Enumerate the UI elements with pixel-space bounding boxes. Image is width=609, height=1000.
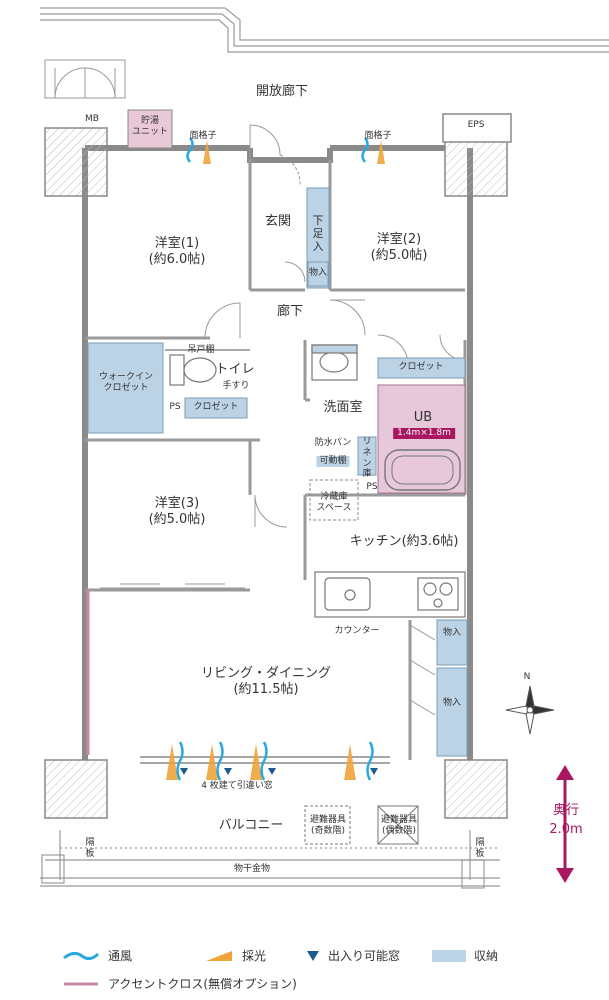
linen-label: リネン庫 [362,437,372,480]
exit-window-marker [180,768,188,775]
grille-left-label: 面格子 [189,131,217,141]
wind-marker [186,137,194,163]
mb-doors [44,59,126,99]
ub-label: UB [413,410,433,425]
partition-left-label: 隔板 [85,838,95,859]
closet-left-label: クロゼット [193,402,239,412]
legend-exit: 出入り可能窓 [306,947,400,964]
fridge-label: 冷蔵庫スペース [316,492,352,513]
wind-marker [366,741,374,781]
storage-swatch [432,949,466,962]
legend-storage: 収納 [432,947,498,964]
drying-rail-label: 物干金物 [233,864,271,874]
window-note-label: 4 枚建て引違い窓 [201,781,273,791]
depth-value: 2.0m [549,822,583,837]
column-bottom-left [44,759,108,819]
compass-north-label: N [523,672,531,682]
legend-light: 採光 [204,947,266,964]
exit-window-marker [268,768,276,775]
bathtub [384,449,461,491]
exit-window-marker [370,768,378,775]
ps-left-label: PS [169,402,181,412]
light-marker [206,744,218,780]
evac-even-label: 避難器具(偶数階) [380,815,418,836]
shoe-box-label: 下足入 [312,214,324,254]
light-marker [344,744,356,780]
legend-accent: アクセントクロス(無償オプション) [62,975,297,992]
exit-window-marker [224,768,232,775]
washbasin [311,344,358,381]
storage-areas [87,187,468,757]
balcony-label: バルコニー [218,818,284,833]
compass-rose [505,685,555,735]
balcony-outline [40,830,500,887]
wind-marker [216,741,224,781]
grille-right-label: 面格子 [364,131,392,141]
counter-label: カウンター [334,626,380,636]
exit-window-icon [307,950,319,961]
toilet-fixture [165,349,250,386]
handrail-label: 手すり [222,381,250,391]
wind-marker [176,741,184,781]
top-railing [40,7,609,53]
ps-right-label: PS [366,482,378,492]
washroom-label: 洗面室 [323,400,363,415]
partition-right-label: 隔板 [475,838,485,859]
column-top-left [44,127,108,197]
wind-marker [260,741,268,781]
hanging-shelf-label: 吊戸棚 [187,345,215,355]
kitchen-counter [314,571,466,618]
toilet-label: トイレ [215,362,255,377]
storage-k1-label: 物入 [442,628,462,638]
sliding-doors [100,583,436,716]
evac-odd-label: 避難器具(奇数階) [309,815,347,836]
partition-box-right [461,859,485,889]
legend-wind: 通風 [62,947,132,964]
waterproof-pan-label: 防水パン [314,438,352,448]
entrance-label: 玄関 [264,214,292,229]
evacuation-hatch-even [377,805,419,845]
wic-label: ウォークインクロゼット [98,372,154,393]
eps-label: EPS [467,120,485,130]
column-bottom-right [444,759,508,819]
hallway-label: 廊下 [276,304,304,319]
depth-arrow-up [556,765,574,780]
movable-shelf-label: 可動棚 [316,456,350,467]
room1-label: 洋室(1)(約6.0帖) [148,236,206,267]
ub-size-badge: 1.4m×1.8m [393,428,455,439]
light-icon [206,950,232,961]
accent-line-swatch [64,982,98,985]
depth-label: 奥行 [552,803,580,818]
window-markers [166,137,385,781]
wind-icon [63,951,100,960]
light-marker [377,140,385,164]
storage-k2-label: 物入 [442,698,462,708]
light-marker [250,744,262,780]
heater-label: 貯湯ユニット [131,116,169,137]
room3-label: 洋室(3)(約5.0帖) [148,496,206,527]
light-marker [166,744,178,780]
open-corridor-label: 開放廊下 [255,84,309,99]
living-label: リビング・ダイニング(約11.5帖) [200,666,332,697]
eps-box [442,113,512,143]
storage-small-label: 物入 [308,268,328,278]
closet-right-label: クロゼット [398,362,444,372]
mb-label: MB [85,114,99,124]
wind-marker [361,137,369,163]
heater-box [127,109,173,149]
partition-box-left [41,854,65,884]
depth-arrow-down [556,868,574,883]
evacuation-hatch-odd [304,805,351,845]
fridge-space [309,479,359,521]
kitchen-label: キッチン(約3.6帖) [349,534,459,549]
light-marker [203,140,211,164]
room2-label: 洋室(2)(約5.0帖) [370,232,428,263]
